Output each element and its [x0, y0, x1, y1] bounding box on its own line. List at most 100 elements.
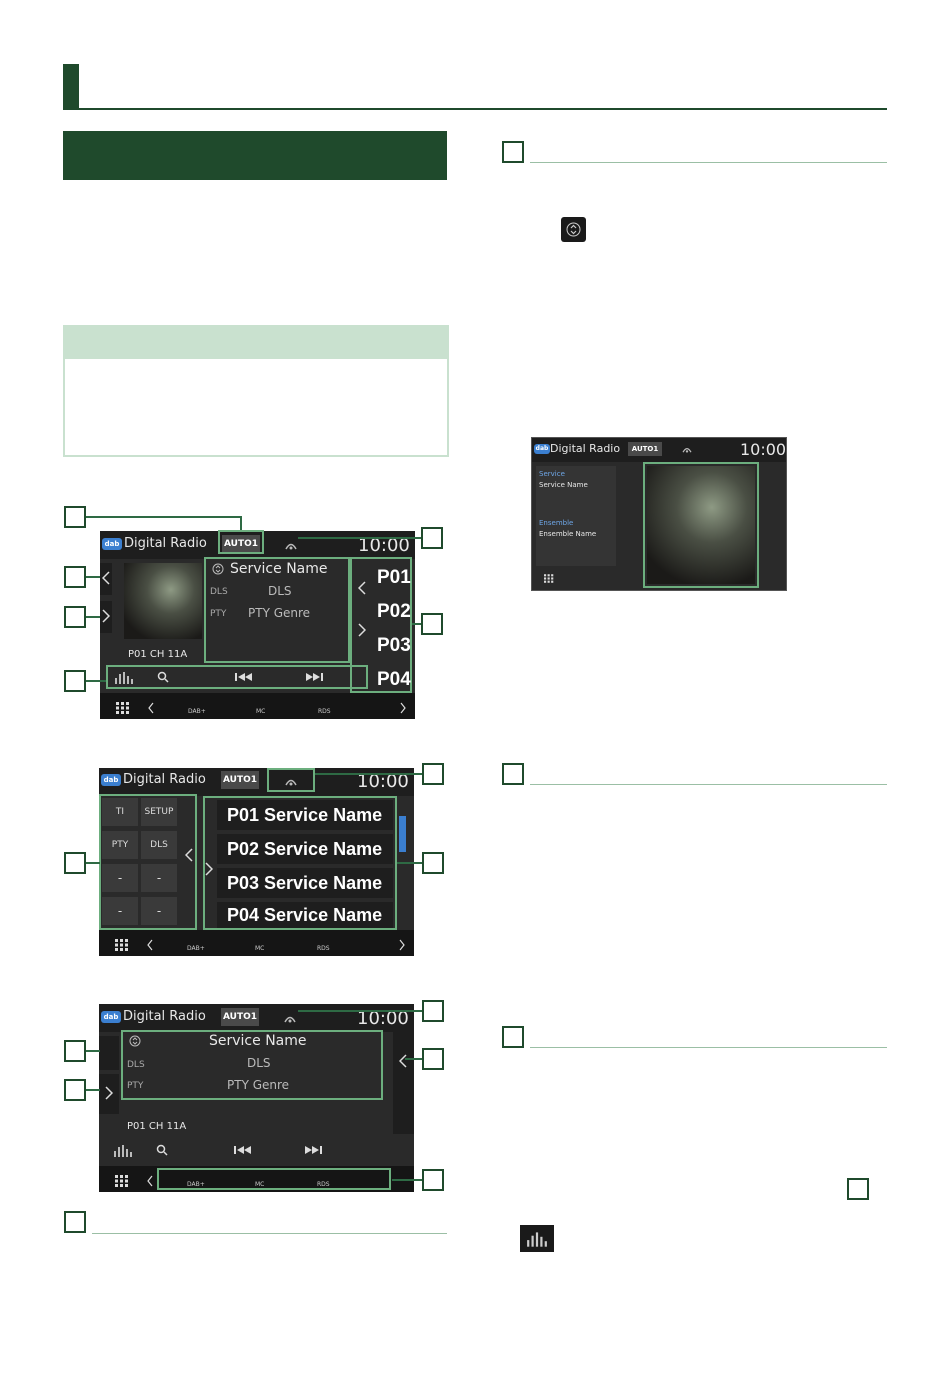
- tab-dab[interactable]: DAB+: [187, 945, 205, 952]
- clock: 10:00: [357, 771, 409, 792]
- tab-dab[interactable]: DAB+: [188, 708, 206, 715]
- service-list-item[interactable]: P03 Service Name: [217, 868, 393, 898]
- chevron-left-icon: [399, 1054, 407, 1068]
- callout-box: [422, 1169, 444, 1191]
- prev-track-icon[interactable]: [234, 672, 254, 682]
- auto-button[interactable]: AUTO1: [221, 1008, 259, 1026]
- note-box: [63, 325, 449, 457]
- service-name: Service Name: [209, 1033, 307, 1049]
- chevron-left-icon[interactable]: [358, 581, 366, 595]
- search-icon[interactable]: [157, 671, 169, 683]
- auto-button[interactable]: AUTO1: [222, 535, 260, 553]
- service-value: Service Name: [539, 481, 588, 489]
- pty-button[interactable]: PTY: [102, 831, 138, 859]
- next-panel-tab[interactable]: [99, 1074, 119, 1114]
- auto-button[interactable]: AUTO1: [221, 771, 259, 789]
- service-list-item[interactable]: P01 Service Name: [217, 800, 393, 830]
- album-art[interactable]: [647, 466, 755, 584]
- chevron-left-icon[interactable]: [147, 939, 153, 951]
- tab-rds[interactable]: RDS: [317, 945, 330, 952]
- chevron-right-icon[interactable]: [205, 862, 213, 876]
- leader-line: [86, 1050, 100, 1052]
- service-list-item[interactable]: P02 Service Name: [217, 834, 393, 864]
- next-track-icon[interactable]: [304, 672, 324, 682]
- list-screen: dab Digital Radio AUTO1 10:00 TI SETUP P…: [99, 768, 414, 956]
- callout-box: [64, 606, 86, 628]
- equalizer-button[interactable]: [520, 1225, 554, 1252]
- equalizer-icon[interactable]: [113, 1143, 133, 1157]
- signal-icon: [285, 543, 297, 550]
- preset-button[interactable]: P03: [377, 635, 411, 656]
- simple-bottombar: [99, 1166, 414, 1192]
- channel-info: P01 CH 11A: [127, 1121, 187, 1132]
- prev-panel-tab[interactable]: [99, 1036, 119, 1070]
- leader-line: [298, 1010, 422, 1012]
- blank-button[interactable]: -: [141, 897, 177, 925]
- service-list-item[interactable]: P04 Service Name: [217, 902, 393, 928]
- menu-grid-icon[interactable]: [115, 939, 129, 951]
- tab-dab[interactable]: DAB+: [187, 1181, 205, 1188]
- tab-rds[interactable]: RDS: [318, 708, 331, 715]
- dls-button[interactable]: DLS: [141, 831, 177, 859]
- chevron-right-icon[interactable]: [399, 939, 405, 951]
- chevron-right-icon[interactable]: [400, 702, 406, 714]
- menu-grid-icon[interactable]: [544, 574, 554, 583]
- chevron-right-icon[interactable]: [358, 623, 366, 637]
- info-highlight: [204, 557, 350, 663]
- preset-button[interactable]: P04: [377, 669, 411, 690]
- info-panel: [536, 466, 616, 566]
- callout-box: [64, 566, 86, 588]
- up-down-button[interactable]: [561, 217, 586, 242]
- callout-box: [64, 852, 86, 874]
- dab-logo: dab: [101, 774, 121, 786]
- prev-track-icon[interactable]: [233, 1145, 253, 1155]
- leader-line: [86, 1089, 100, 1091]
- callout-box: [64, 506, 86, 528]
- equalizer-icon[interactable]: [114, 670, 134, 684]
- preset-button[interactable]: P01: [377, 567, 411, 588]
- tab-mc[interactable]: MC: [255, 945, 265, 952]
- menu-grid-icon[interactable]: [116, 702, 130, 714]
- chevron-left-icon[interactable]: [147, 1175, 153, 1187]
- dls-label: DLS: [127, 1060, 145, 1070]
- blank-button[interactable]: -: [102, 897, 138, 925]
- service-name: Service Name: [230, 561, 328, 577]
- preset-panel-tab[interactable]: [393, 1030, 414, 1134]
- prev-panel-tab[interactable]: [100, 563, 112, 595]
- up-down-icon[interactable]: [129, 1035, 141, 1047]
- clock: 10:00: [740, 440, 787, 459]
- item-rule: [92, 1233, 447, 1234]
- ti-button[interactable]: TI: [102, 798, 138, 826]
- chevron-left-icon[interactable]: [148, 702, 154, 714]
- scrollbar[interactable]: [399, 816, 406, 852]
- auto-button[interactable]: AUTO1: [628, 442, 662, 456]
- next-panel-tab[interactable]: [100, 601, 112, 633]
- blank-button[interactable]: -: [141, 864, 177, 892]
- preset-highlight: [350, 557, 412, 693]
- menu-grid-icon[interactable]: [115, 1175, 129, 1187]
- signal-highlight: [267, 768, 315, 792]
- preset-button[interactable]: P02: [377, 601, 411, 622]
- setup-button[interactable]: SETUP: [141, 798, 177, 826]
- dab-logo: dab: [101, 1011, 121, 1023]
- signal-icon: [682, 448, 692, 453]
- tab-rds[interactable]: RDS: [317, 1181, 330, 1188]
- auto-highlight: [218, 530, 264, 554]
- callout-box: [64, 670, 86, 692]
- dls-value: DLS: [247, 1056, 271, 1070]
- blank-button[interactable]: -: [102, 864, 138, 892]
- dls-value: DLS: [268, 584, 292, 598]
- chevron-right-icon: [102, 609, 110, 623]
- leader-line: [397, 862, 422, 864]
- chevron-left-icon[interactable]: [185, 848, 193, 862]
- up-down-icon[interactable]: [212, 563, 224, 575]
- pty-value: PTY Genre: [227, 1078, 290, 1092]
- services-highlight: [203, 796, 397, 930]
- callout-box: [422, 852, 444, 874]
- main-bottombar: [100, 693, 415, 719]
- search-icon[interactable]: [156, 1144, 168, 1156]
- section-title-bar: [63, 131, 447, 180]
- next-track-icon[interactable]: [303, 1145, 323, 1155]
- tab-mc[interactable]: MC: [256, 708, 266, 715]
- tab-mc[interactable]: MC: [255, 1181, 265, 1188]
